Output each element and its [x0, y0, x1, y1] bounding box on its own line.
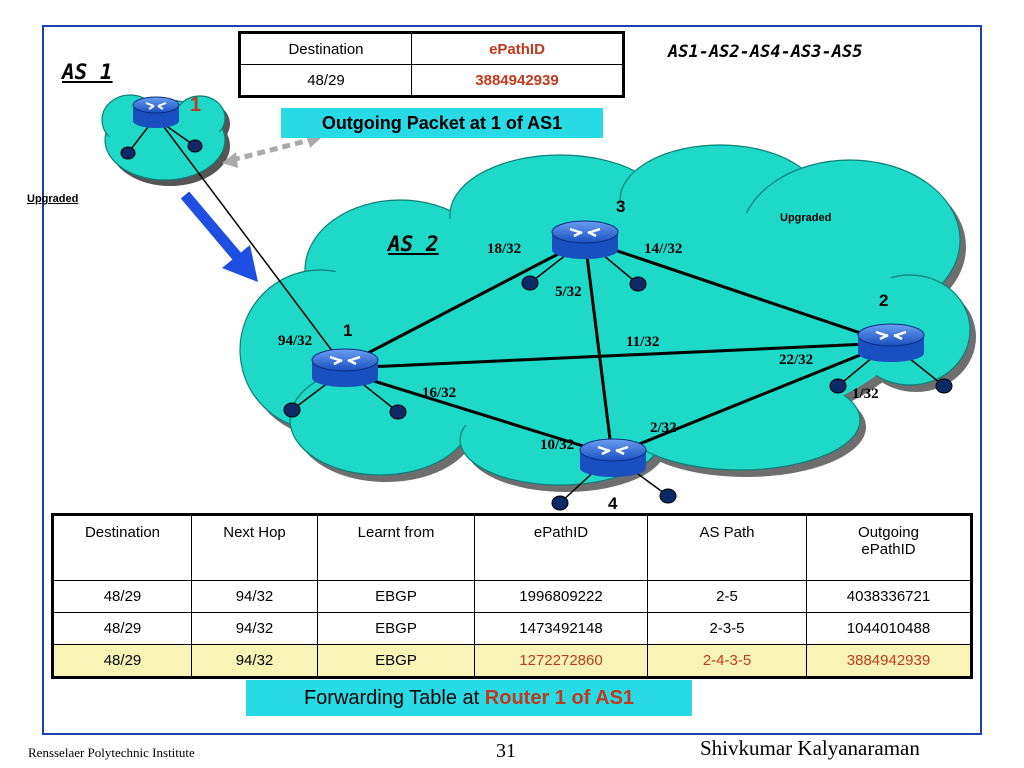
router-number-2: 2 — [879, 291, 889, 310]
link-label-1: 1/32 — [852, 386, 879, 402]
link-label-11: 11/32 — [626, 334, 660, 350]
link-label-5: 5/32 — [555, 284, 582, 300]
router-icon-r1 — [311, 348, 379, 387]
packet-table-header-destination: Destination — [239, 32, 412, 65]
router-icon-r3 — [551, 220, 619, 259]
inter-as-link — [154, 114, 346, 369]
table-row-highlighted: 48/29 94/32 EBGP 1272272860 2-4-3-5 3884… — [52, 644, 972, 678]
table-cell: 2-3-5 — [647, 612, 807, 645]
as1-router-number: 1 — [190, 94, 202, 116]
link-label-2: 2/32 — [650, 420, 677, 436]
packet-table-destination: 48/29 — [239, 64, 412, 97]
link-label-18: 18/32 — [487, 241, 522, 257]
table-cell-outgoing-selected: 3884942939 — [806, 644, 972, 678]
table-cell: 94/32 — [191, 612, 318, 645]
outgoing-packet-caption: Outgoing Packet at 1 of AS1 — [281, 108, 603, 138]
as1-label: AS 1 — [62, 60, 113, 84]
router-number-4: 4 — [608, 494, 618, 513]
header-outgoing-epathid: Outgoing ePathID — [806, 514, 972, 581]
table-cell-epathid-selected: 1272272860 — [474, 644, 648, 678]
table-cell: 48/29 — [52, 580, 192, 613]
table-cell: 94/32 — [191, 580, 318, 613]
network-links — [344, 238, 891, 457]
table-cell: 4038336721 — [806, 580, 972, 613]
header-learnt-from: Learnt from — [317, 514, 475, 581]
caption-highlight: Router 1 of AS1 — [484, 687, 635, 709]
router-number-3: 3 — [616, 197, 626, 216]
header-destination: Destination — [52, 514, 192, 581]
footer-institute: Rensselaer Polytechnic Institute — [28, 745, 195, 760]
table-row: 48/29 94/32 EBGP 1996809222 2-5 40383367… — [52, 580, 972, 613]
host-icons — [120, 139, 953, 511]
link-label-10: 10/32 — [540, 437, 575, 453]
table-cell: 1044010488 — [806, 612, 972, 645]
table-cell: 48/29 — [52, 612, 192, 645]
table-cell: 1473492148 — [474, 612, 648, 645]
table-cell: EBGP — [317, 580, 475, 613]
router-icon-r4 — [579, 438, 647, 477]
as1-upgraded-label: Upgraded — [27, 193, 79, 205]
table-cell: 2-5 — [647, 580, 807, 613]
as2-label: AS 2 — [388, 232, 439, 256]
table-cell: EBGP — [317, 644, 475, 678]
table-cell: 48/29 — [52, 644, 192, 678]
slide-frame — [42, 25, 982, 735]
forwarding-table: Destination Next Hop Learnt from ePathID… — [51, 513, 973, 679]
router-icon-r2 — [857, 323, 925, 362]
as-path-title: AS1-AS2-AS4-AS3-AS5 — [668, 42, 863, 62]
router-number-1: 1 — [343, 321, 353, 340]
caption-prefix: Forwarding Table at — [303, 687, 485, 709]
blue-arrow-icon — [180, 191, 258, 282]
packet-table-header-epathid: ePathID — [411, 32, 624, 65]
as2-upgraded-label: Upgraded — [780, 212, 832, 224]
router-icon-as1 — [132, 96, 180, 128]
table-cell: 1996809222 — [474, 580, 648, 613]
packet-table: Destination ePathID 48/29 3884942939 — [238, 31, 625, 98]
table-row: 48/29 94/32 EBGP 1473492148 2-3-5 104401… — [52, 612, 972, 645]
link-label-14: 14//32 — [644, 241, 683, 257]
forwarding-table-header-row: Destination Next Hop Learnt from ePathID… — [52, 514, 972, 581]
link-label-16: 16/32 — [422, 385, 457, 401]
header-next-hop: Next Hop — [191, 514, 318, 581]
footer-author: Shivkumar Kalyanaraman — [700, 736, 920, 760]
header-as-path: AS Path — [647, 514, 807, 581]
forwarding-table-caption: Forwarding Table at Router 1 of AS1 — [246, 680, 692, 716]
link-label-22: 22/32 — [779, 352, 814, 368]
table-cell-aspath-selected: 2-4-3-5 — [647, 644, 807, 678]
table-cell: 94/32 — [191, 644, 318, 678]
packet-table-epathid: 3884942939 — [411, 64, 624, 97]
footer-page-number: 31 — [496, 740, 516, 762]
table-cell: EBGP — [317, 612, 475, 645]
header-epathid: ePathID — [474, 514, 648, 581]
link-label-94: 94/32 — [278, 333, 313, 349]
